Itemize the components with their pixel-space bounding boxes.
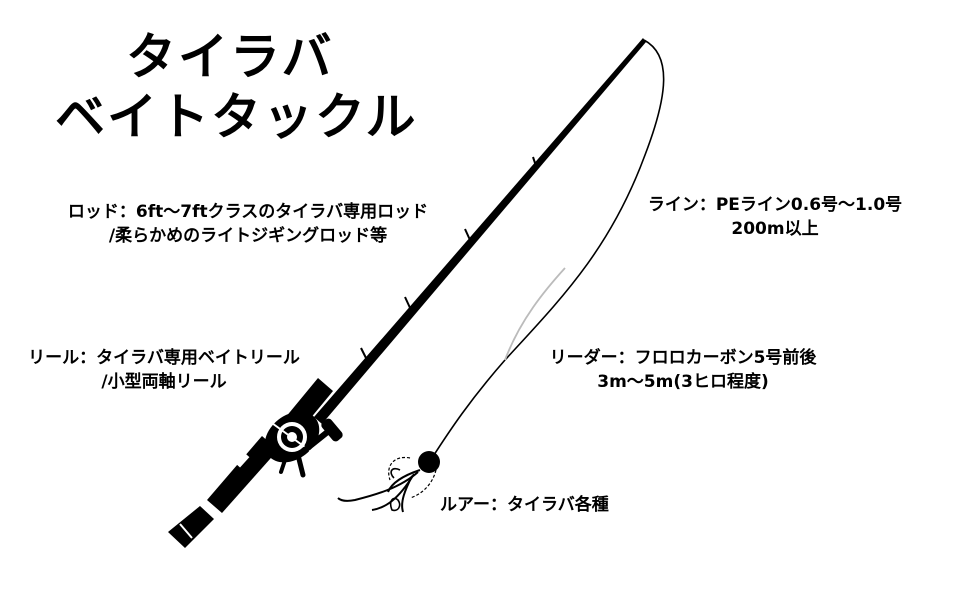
page-subtitle: ベイトタックル	[55, 88, 418, 146]
reel-label-line2: /小型両軸リール	[101, 372, 227, 392]
tairaba-lure-icon	[337, 451, 440, 513]
lure-label: ルアー：タイラバ各種	[440, 493, 609, 517]
baitcast-reel-icon	[264, 411, 343, 478]
line-label-line1: ライン：PEライン0.6号～1.0号	[647, 195, 903, 215]
rod-guides	[360, 156, 537, 363]
reel-label-line1: リール：タイラバ専用ベイトリール	[28, 348, 300, 368]
line-label: ライン：PEライン0.6号～1.0号 200m以上	[600, 193, 950, 241]
rod-label-line1: ロッド：6ft～7ftクラスのタイラバ専用ロッド	[67, 202, 429, 222]
reel-label: リール：タイラバ専用ベイトリール /小型両軸リール	[0, 346, 328, 394]
leader-label: リーダー：フロロカーボン5号前後 3m～5m(3ヒロ程度)	[508, 346, 858, 394]
rod-blank	[314, 38, 646, 424]
rod-label: ロッド：6ft～7ftクラスのタイラバ専用ロッド /柔らかめのライトジギングロッ…	[18, 200, 478, 248]
rod-label-line2: /柔らかめのライトジギングロッド等	[108, 226, 388, 246]
fishing-line	[431, 39, 665, 459]
line-label-line2: 200m以上	[731, 219, 819, 239]
page-title: タイラバ	[126, 28, 334, 86]
rod-handle	[207, 436, 278, 513]
leader-label-line1: リーダー：フロロカーボン5号前後	[549, 348, 817, 368]
lure-label-line1: ルアー：タイラバ各種	[440, 495, 609, 515]
rod-butt	[168, 506, 214, 548]
leader-label-line2: 3m～5m(3ヒロ程度)	[597, 372, 769, 392]
leader-line	[504, 267, 566, 361]
